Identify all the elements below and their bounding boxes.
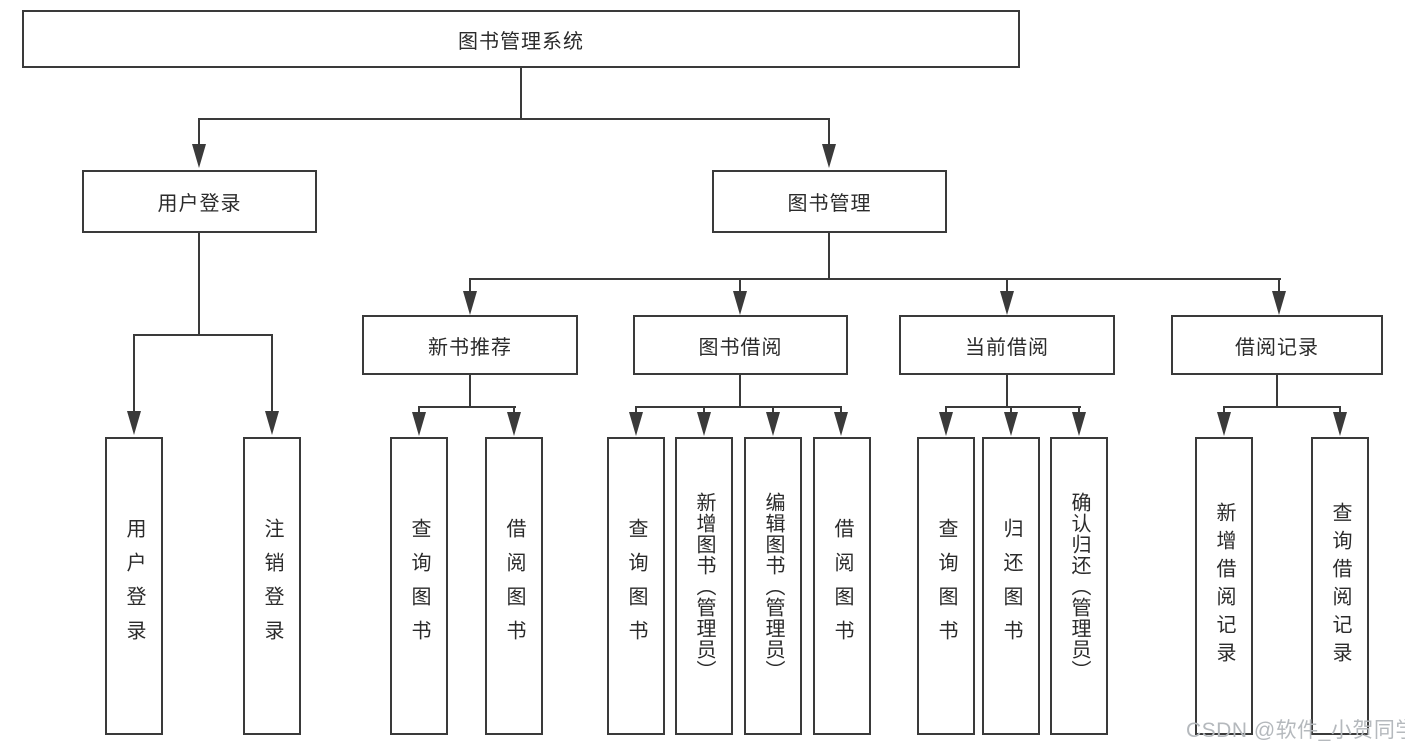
leaf-add-books-admin: 新增图书（管理员） <box>675 437 733 735</box>
arrowhead-icon <box>265 411 279 435</box>
node-book-management: 图书管理 <box>712 170 947 233</box>
node-label: 查询图书 <box>935 518 957 654</box>
edge-line <box>739 278 741 292</box>
arrowhead-icon <box>766 412 780 436</box>
edge-line <box>1223 406 1341 408</box>
edge-line <box>520 68 522 120</box>
node-label: 新增图书（管理员） <box>693 491 715 681</box>
edge-line <box>1223 406 1225 416</box>
leaf-add-borrow-record: 新增借阅记录 <box>1195 437 1253 735</box>
leaf-user-login: 用户登录 <box>105 437 163 735</box>
edge-line <box>513 406 515 416</box>
edge-line <box>418 406 420 416</box>
edge-line <box>418 406 516 408</box>
node-label: 注销登录 <box>261 518 283 654</box>
edge-line <box>198 233 200 335</box>
node-label: 归还图书 <box>1000 518 1022 654</box>
node-label: 用户登录 <box>123 518 145 654</box>
arrowhead-icon <box>1000 291 1014 315</box>
node-label: 借阅图书 <box>503 518 525 654</box>
edge-line <box>945 406 1081 408</box>
edge-line <box>1010 406 1012 416</box>
leaf-return-books: 归还图书 <box>982 437 1040 735</box>
edge-line <box>198 118 200 146</box>
node-book-borrowing: 图书借阅 <box>633 315 848 375</box>
node-current-borrowing: 当前借阅 <box>899 315 1115 375</box>
edge-line <box>1276 375 1278 407</box>
arrowhead-icon <box>697 412 711 436</box>
leaf-logout: 注销登录 <box>243 437 301 735</box>
arrowhead-icon <box>939 412 953 436</box>
csdn-watermark: CSDN @软件_小贺同学 <box>1186 719 1405 742</box>
edge-line <box>840 406 842 416</box>
edge-line <box>198 118 830 120</box>
arrowhead-icon <box>1272 291 1286 315</box>
arrowhead-icon <box>822 144 836 168</box>
edge-line <box>945 406 947 416</box>
node-label: 编辑图书（管理员） <box>762 491 784 681</box>
leaf-query-books-recommend: 查询图书 <box>390 437 448 735</box>
leaf-borrow-books: 借阅图书 <box>813 437 871 735</box>
node-borrowing-records: 借阅记录 <box>1171 315 1383 375</box>
edge-line <box>1278 278 1280 292</box>
node-label: 确认归还（管理员） <box>1068 491 1090 681</box>
edge-line <box>469 375 471 407</box>
node-label: 图书管理 <box>787 193 872 215</box>
leaf-query-books-current: 查询图书 <box>917 437 975 735</box>
node-user-login: 用户登录 <box>82 170 317 233</box>
node-label: 查询图书 <box>408 518 430 654</box>
edge-line <box>635 406 637 416</box>
leaf-query-books-borrowing: 查询图书 <box>607 437 665 735</box>
arrowhead-icon <box>412 412 426 436</box>
edge-line <box>133 334 273 336</box>
node-label: 新增借阅记录 <box>1213 502 1235 670</box>
leaf-edit-books-admin: 编辑图书（管理员） <box>744 437 802 735</box>
edge-line <box>1339 406 1341 416</box>
edge-line <box>469 278 1281 280</box>
edge-line <box>469 278 471 292</box>
node-new-book-recommend: 新书推荐 <box>362 315 578 375</box>
edge-line <box>1006 375 1008 407</box>
leaf-confirm-return-admin: 确认归还（管理员） <box>1050 437 1108 735</box>
arrowhead-icon <box>463 291 477 315</box>
edge-line <box>828 233 830 279</box>
edge-line <box>635 406 842 408</box>
arrowhead-icon <box>127 411 141 435</box>
arrowhead-icon <box>507 412 521 436</box>
node-label: 当前借阅 <box>965 336 1049 359</box>
edge-line <box>1006 278 1008 292</box>
arrowhead-icon <box>1333 412 1347 436</box>
arrowhead-icon <box>1072 412 1086 436</box>
arrowhead-icon <box>1004 412 1018 436</box>
leaf-query-borrow-record: 查询借阅记录 <box>1311 437 1369 735</box>
node-label: 借阅图书 <box>831 518 853 654</box>
edge-line <box>271 334 273 412</box>
leaf-borrow-books-recommend: 借阅图书 <box>485 437 543 735</box>
arrowhead-icon <box>733 291 747 315</box>
edge-line <box>1078 406 1080 416</box>
edge-line <box>828 118 830 146</box>
node-label: 借阅记录 <box>1235 336 1319 359</box>
arrowhead-icon <box>629 412 643 436</box>
node-label: 用户登录 <box>157 193 242 215</box>
arrowhead-icon <box>1217 412 1231 436</box>
arrowhead-icon <box>192 144 206 168</box>
node-label: 查询借阅记录 <box>1329 502 1351 670</box>
node-label: 新书推荐 <box>428 336 512 359</box>
node-book-management-system: 图书管理系统 <box>22 10 1020 68</box>
arrowhead-icon <box>834 412 848 436</box>
node-label: 图书管理系统 <box>458 30 584 53</box>
node-label: 查询图书 <box>625 518 647 654</box>
edge-line <box>133 334 135 412</box>
edge-line <box>703 406 705 416</box>
edge-line <box>739 375 741 407</box>
node-label: 图书借阅 <box>698 336 783 359</box>
edge-line <box>772 406 774 416</box>
